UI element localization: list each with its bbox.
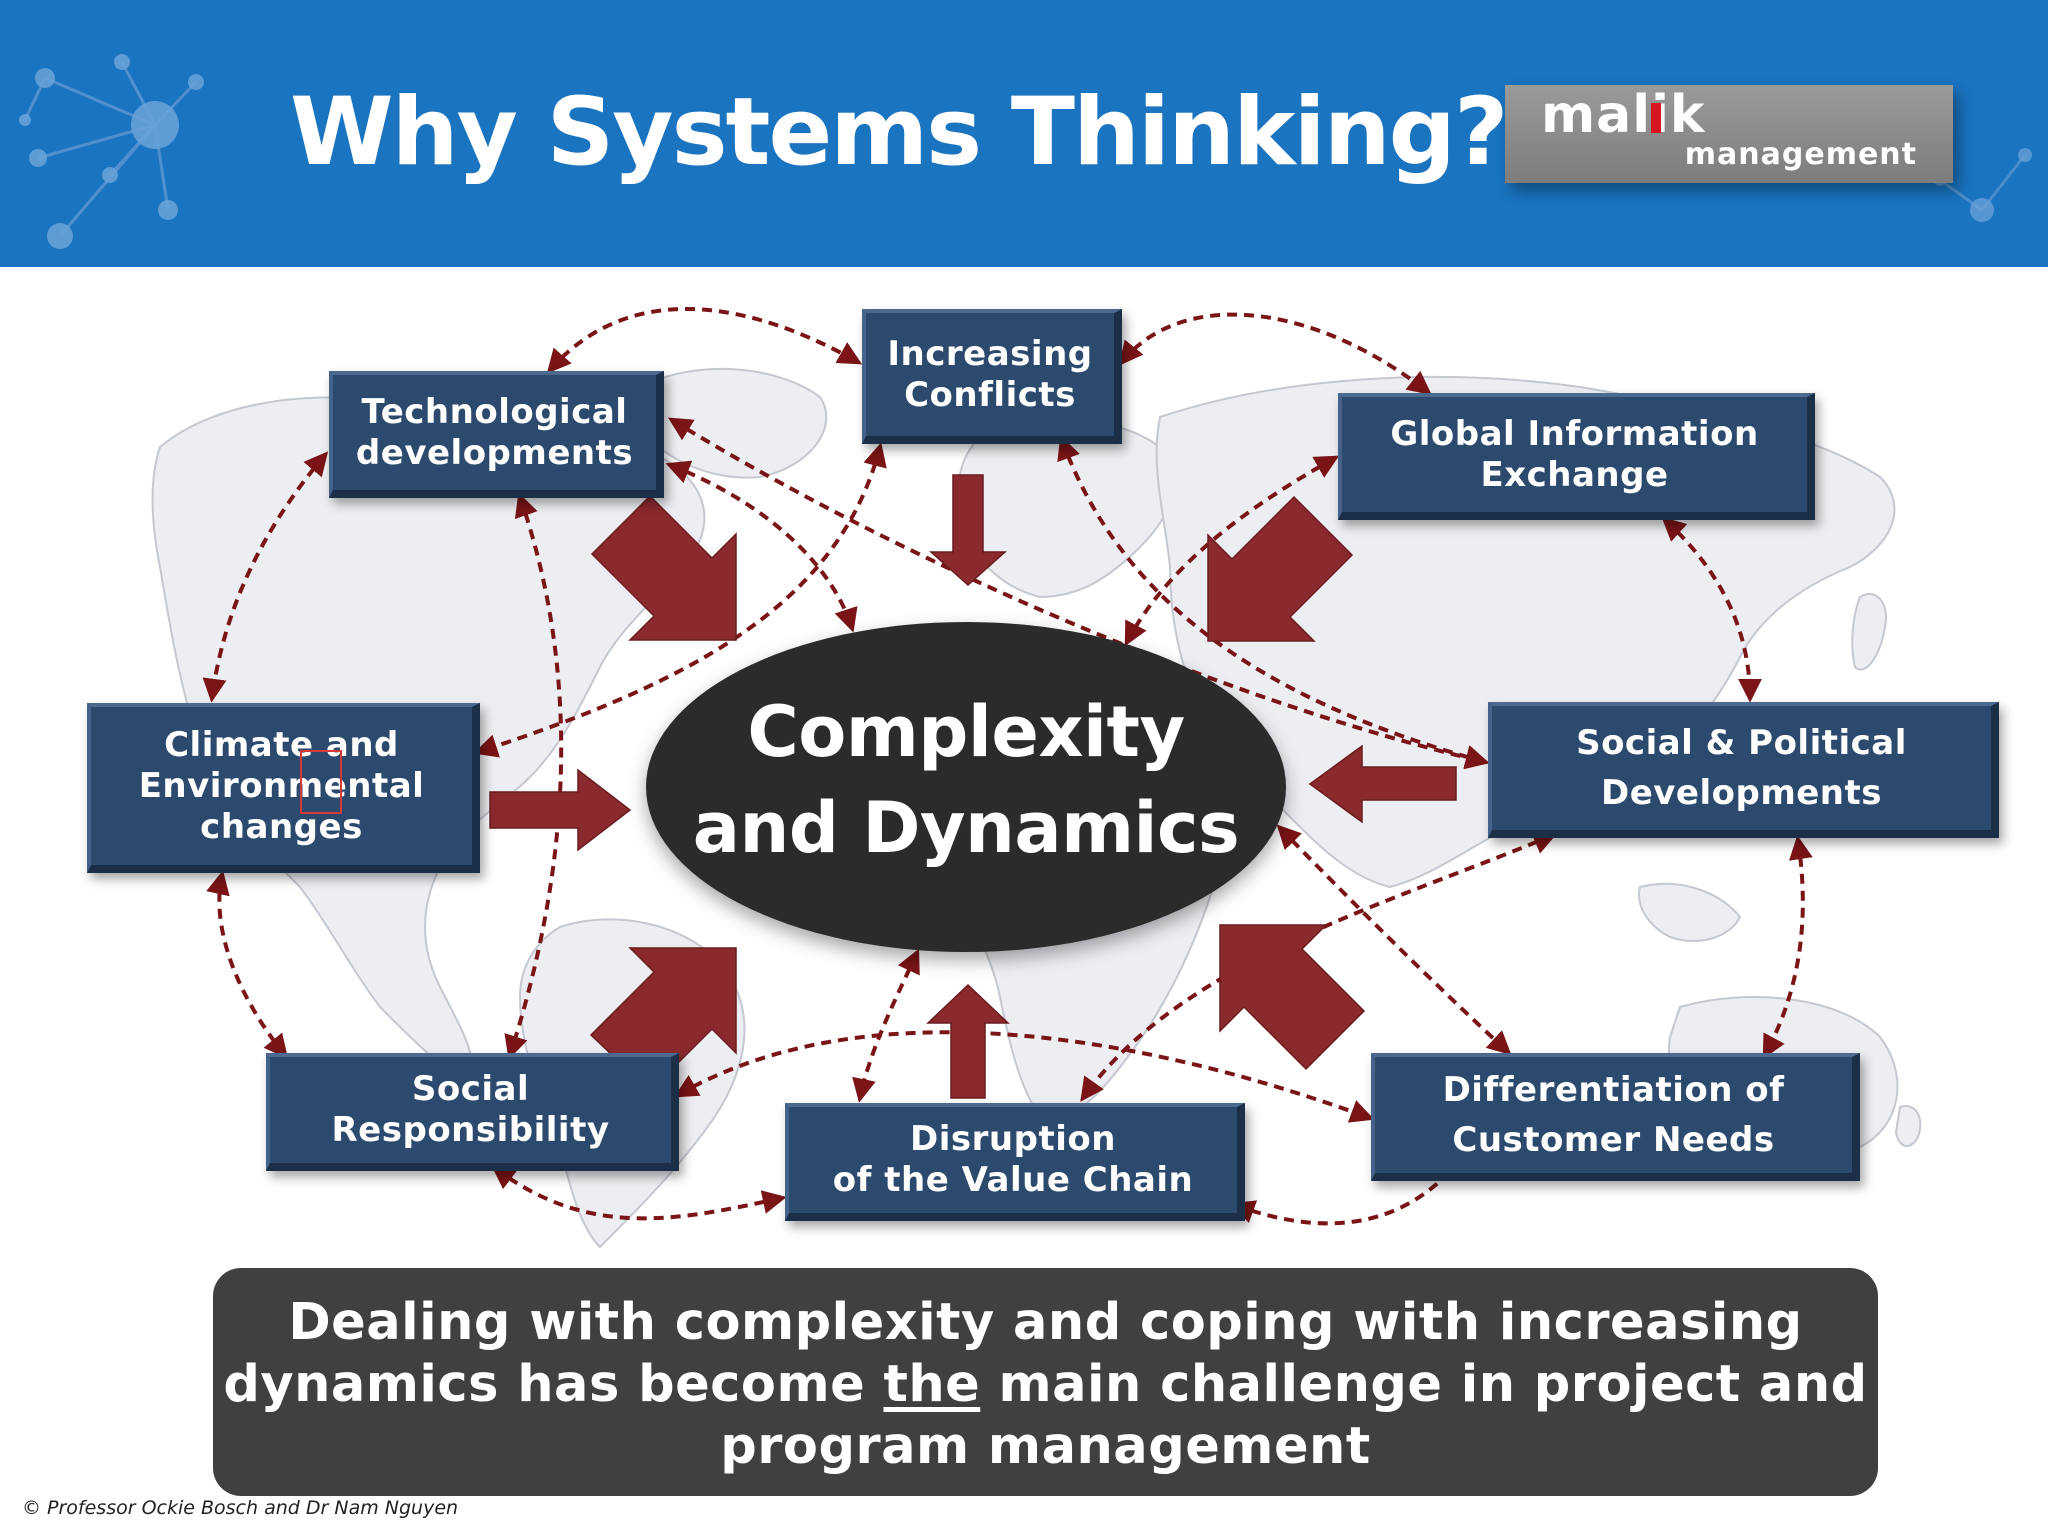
dashed-arrow-socialresp-disruption (491, 1165, 787, 1221)
dashed-arrow-center-disruption (852, 948, 920, 1103)
dashed-arrow-global-socialpol (1661, 516, 1762, 703)
malik-logo: malik management (1505, 85, 1953, 183)
solid-arrow-climate (489, 768, 632, 852)
dashed-arrow-tech-socialpol (667, 417, 1490, 770)
node-differentiation-customer-needs: Differentiation of Customer Needs (1371, 1053, 1860, 1181)
conclusion-box: Dealing with complexity and coping with … (213, 1268, 1878, 1496)
conclusion-text-part1: Dealing with complexity and coping with … (223, 1293, 1803, 1414)
center-label: Complexity and Dynamics (646, 684, 1286, 876)
dashed-arrow-climate-socialresp (206, 870, 289, 1059)
center-label-line1: Complexity (747, 691, 1185, 773)
center-label-line2: and Dynamics (692, 787, 1240, 869)
conclusion-emphasis: the (883, 1355, 981, 1414)
slide-title: Why Systems Thinking? (290, 78, 1508, 187)
dashed-arrow-tech-climate (202, 451, 329, 703)
dashed-arrow-tech-conflicts (546, 307, 863, 374)
solid-arrow-global (1207, 495, 1354, 642)
conclusion-text-part2: main challenge in project and program ma… (720, 1355, 1868, 1476)
header-banner: Why Systems Thinking? malik management (0, 0, 2048, 267)
node-technological-developments: Technological developments (329, 371, 664, 498)
logo-wordmark: malik (1541, 85, 1706, 145)
logo-red-mark (1651, 103, 1661, 133)
network-decoration-icon (19, 54, 204, 249)
logo-subtitle: management (1684, 137, 1917, 172)
selection-marker (300, 750, 342, 814)
solid-arrow-tech (590, 494, 737, 641)
node-social-responsibility: Social Responsibility (266, 1053, 679, 1171)
node-increasing-conflicts: Increasing Conflicts (862, 309, 1122, 444)
solid-arrow-disruption (926, 983, 1010, 1099)
solid-arrow-diff (1219, 924, 1366, 1071)
solid-arrow-conflicts (929, 474, 1007, 587)
dashed-arrow-tech-socialresp (504, 492, 564, 1060)
node-disruption-value-chain: Disruption of the Value Chain (785, 1103, 1245, 1221)
copyright-notice: © Professor Ockie Bosch and Dr Nam Nguye… (22, 1497, 459, 1519)
network-decoration-right-icon (1934, 148, 2032, 222)
dashed-arrow-conflicts-global (1118, 312, 1432, 395)
solid-arrow-socialpol (1308, 744, 1457, 824)
dashed-arrow-socialpol-diff (1762, 835, 1813, 1060)
node-global-information-exchange: Global Information Exchange (1338, 393, 1815, 520)
node-social-political-developments: Social & Political Developments (1488, 702, 1999, 838)
node-climate-environmental-changes: Climate and Environmental changes (87, 703, 480, 873)
center-ellipse (646, 622, 1286, 952)
